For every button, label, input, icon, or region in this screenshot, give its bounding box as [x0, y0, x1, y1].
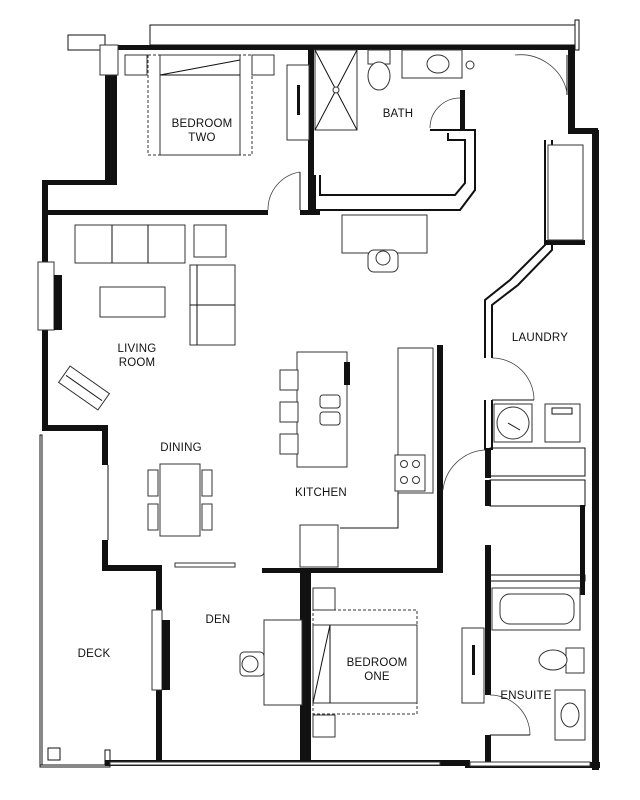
label-bedroom-two-line2: TWO — [188, 132, 215, 144]
bedroom-two-furniture — [124, 54, 310, 156]
label-bedroom-one-line2: ONE — [364, 671, 390, 683]
label-den: DEN — [206, 614, 231, 626]
label-bath: BATH — [383, 108, 414, 120]
label-living-line2: ROOM — [119, 357, 156, 369]
room-labels: BEDROOM TWO BATH LAUNDRY LIVING ROOM DIN… — [78, 108, 568, 702]
windows — [37, 44, 591, 767]
living-furniture — [57, 214, 428, 411]
den-furniture — [239, 619, 303, 706]
label-ensuite: ENSUITE — [500, 690, 551, 702]
label-dining: DINING — [160, 442, 201, 454]
label-kitchen: KITCHEN — [295, 487, 347, 499]
laundry-fixtures — [493, 403, 581, 443]
label-living-line1: LIVING — [118, 343, 157, 355]
label-bedroom-two-line1: BEDROOM — [172, 118, 233, 130]
kitchen-fixtures — [279, 347, 434, 568]
dining-furniture — [147, 463, 213, 537]
interior-walls — [48, 45, 586, 765]
door-swings — [107, 54, 568, 736]
label-bedroom-one-line1: BEDROOM — [347, 657, 408, 669]
label-deck: DECK — [78, 648, 111, 660]
label-laundry: LAUNDRY — [512, 332, 568, 344]
ensuite-fixtures — [491, 587, 586, 741]
bath-fixtures — [314, 49, 475, 131]
bedroom-one-furniture — [312, 587, 485, 738]
